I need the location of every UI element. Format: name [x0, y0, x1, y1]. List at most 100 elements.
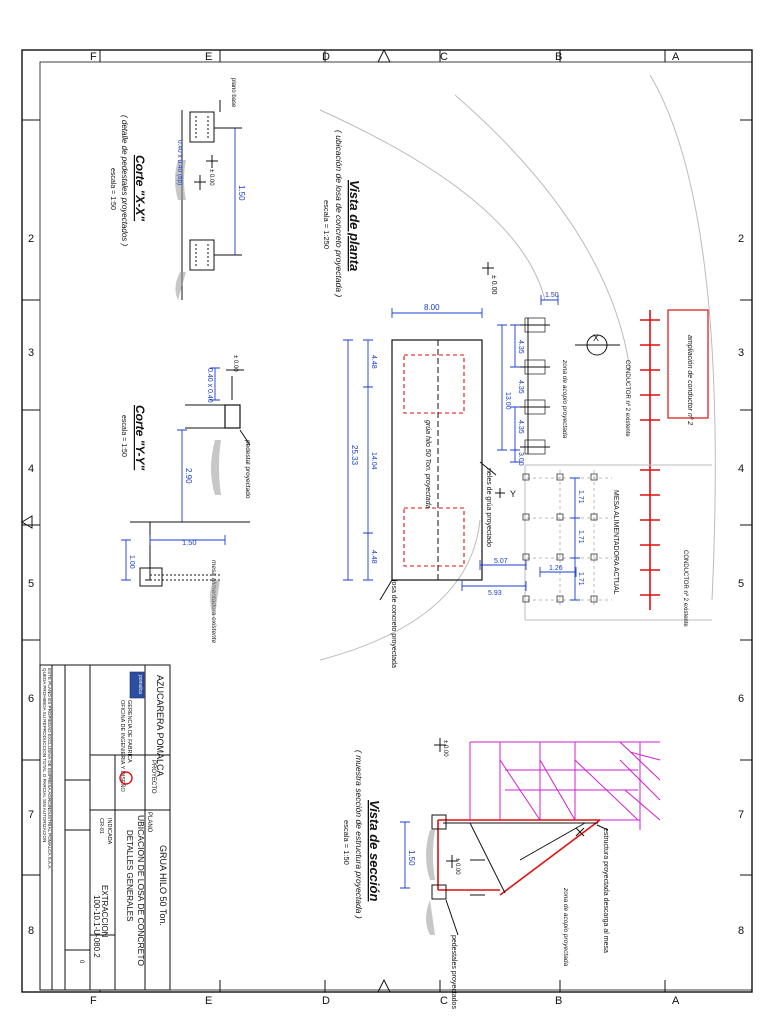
section-x-marker: X [593, 333, 599, 343]
dim-1-71c: 1.71 [577, 572, 584, 586]
section-y-marker: Y [510, 489, 516, 499]
planta-scale: escala = 1:250 [322, 200, 331, 249]
frame-number: 7 [738, 809, 744, 821]
dim-1-71a: 1.71 [577, 490, 584, 504]
frame-letter: E [205, 995, 212, 1007]
nivel-seccion-2: ± 0.00 [454, 858, 460, 875]
frame-number: 7 [28, 809, 34, 821]
dim-14-04: 14.04 [370, 452, 377, 470]
yy-dim-1-50: 1.50 [182, 538, 197, 547]
frame-letter: F [90, 995, 97, 1007]
project-label: PROYECTO [150, 760, 156, 794]
frame-letter: E [205, 51, 212, 63]
frame-letter: B [555, 995, 562, 1007]
project-name: GRUA HILO 50 Ton. [158, 845, 168, 926]
corte-xx-title: Corte "X-X" [133, 155, 147, 221]
frame-letter: C [440, 995, 448, 1007]
dim-4-35c: 4.35 [517, 420, 524, 434]
frame-number: 5 [738, 578, 744, 590]
frame-number: 6 [738, 693, 744, 705]
yy-dim-2-90: 2.90 [184, 468, 193, 484]
corte-xx-scale: escala = 1:50 [109, 168, 116, 210]
section-view: 1.50 ± 0.00 ± 0.00 estructura proyectada… [342, 738, 661, 1009]
frame-letter: F [90, 51, 97, 63]
planta-subtitle: ( ubicación de losa de concreto proyecta… [334, 130, 344, 297]
department-2: OFICINA DE INGENIERIA Y DISEÑO [119, 700, 126, 793]
corte-yy-scale: escala = 1:50 [120, 415, 127, 457]
frame-letter: B [555, 51, 562, 63]
footer-line-1: ESTE PLANO ES PROPIEDAD EXCLUSIVA DE EMP… [47, 668, 52, 870]
dim-4-48b: 4.48 [370, 550, 377, 564]
yy-dim-1-00: 1.00 [128, 555, 135, 569]
frame-letter: D [322, 995, 330, 1007]
dim-25-33: 25.33 [350, 445, 359, 466]
estructura-seccion-label: estructura proyectada descarga al mesa [602, 828, 609, 953]
frame-letter: A [672, 51, 680, 63]
frame-letter: C [440, 51, 448, 63]
dim-5-07: 5.07 [494, 558, 508, 565]
ampliacion-label: ampliación de conductor nº 2 [686, 335, 693, 425]
corte-yy-title: Corte "Y-Y" [133, 405, 147, 470]
frame-number: 3 [738, 347, 744, 359]
dim-4-48a: 4.48 [370, 355, 377, 369]
frame-numbers-left: 2 3 4 5 6 7 8 [28, 233, 34, 937]
frame-letter: A [672, 995, 680, 1007]
corte-xx-view: 1.50 0.40 x 0.40 (tip) ± 0.00 plano base… [109, 78, 246, 300]
frame-letters-top: A B C D E F [90, 51, 680, 63]
seal-icon [119, 771, 133, 785]
mesa-actual-label: MESA ALIMENTADORA ACTUAL [612, 490, 619, 595]
frame-letter: D [322, 51, 330, 63]
frame-number: 2 [738, 233, 744, 245]
rieles-label: rieles de grúa proyectado [485, 468, 492, 547]
frame-number: 8 [738, 925, 744, 937]
pedestal-yy-dim: 0.40 x 0.40 [206, 368, 213, 403]
frame-number: 3 [28, 347, 34, 359]
frame-number: 4 [28, 463, 34, 475]
pedestal-yy-label: pedestal proyectado [244, 440, 251, 499]
pedestales-seccion-label: pedestales proyectados [450, 935, 457, 1009]
frame-number: 8 [28, 925, 34, 937]
sec-dim-1-50: 1.50 [407, 850, 416, 866]
dim-4-35a: 4.35 [517, 340, 524, 354]
department-1: GERENCIA DE FABRICA [126, 700, 132, 763]
frame-numbers-right: 2 3 4 5 6 7 8 [738, 233, 744, 937]
losa-label: losa de concreto proyectada [390, 580, 397, 668]
dim-5-93: 5.93 [488, 590, 502, 597]
corte-yy-view: ± 0.00 0.40 x 0.40 pedestal proyectado 2… [120, 355, 251, 643]
nivel-seccion: ± 0.00 [442, 740, 448, 757]
frame-number: 6 [28, 693, 34, 705]
sheet-value: CR-01 [98, 818, 104, 834]
company-logo [129, 671, 145, 699]
area-name: EXTRACCION [100, 885, 109, 938]
dim-4-35b: 4.35 [517, 380, 524, 394]
plan-label: PLANO [146, 812, 152, 833]
dim-8-00: 8.00 [424, 303, 440, 312]
rev-value: 0 [78, 960, 84, 964]
seccion-title: Vista de sección [367, 800, 382, 901]
seccion-scale: escala = 1:50 [342, 820, 351, 865]
frame-number: 5 [28, 578, 34, 590]
plano-base-label: plano base [230, 78, 236, 108]
frame-letters-bottom: A B C D E F [90, 995, 680, 1007]
frame-number: 2 [28, 233, 34, 245]
title-block: pomalca AZUCARERA POMALCA GERENCIA DE FA… [39, 664, 171, 991]
dim-13-00: 13.00 [504, 392, 511, 410]
dim-3-00: 3.00 [517, 452, 524, 466]
zona-acopio-2-label: zona de acopio proyectada [562, 887, 569, 966]
plan-title-2: DETALLES GENERALES [125, 830, 134, 921]
ss-xx: ± 0.00 [208, 169, 214, 186]
plan-view: ampliación de conductor nº 2 CONDUCTOR n… [319, 74, 716, 668]
nivel-yy: ± 0.00 [232, 355, 238, 372]
xx-dim-1-50: 1.50 [237, 185, 246, 201]
zona-acopio-label: zona de acopio proyectada [561, 359, 568, 438]
frame-number: 4 [738, 463, 744, 475]
dim-1-71b: 1.71 [577, 530, 584, 544]
conductor-existente-label: CONDUCTOR nº 2 existente [682, 550, 689, 627]
pedestal-xx-dim: 0.40 x 0.40 (tip) [176, 140, 183, 185]
planta-title: Vista de planta [347, 180, 362, 271]
plan-title-1: UBICACIÓN DE LOSA DE CONCRETO [136, 815, 146, 966]
ampliacion-small: CONDUCTOR nº 2 existente [624, 360, 631, 437]
scale-value: INDICADA [106, 818, 112, 845]
seccion-subtitle: ( muestra sección de estructura proyecta… [354, 750, 364, 919]
